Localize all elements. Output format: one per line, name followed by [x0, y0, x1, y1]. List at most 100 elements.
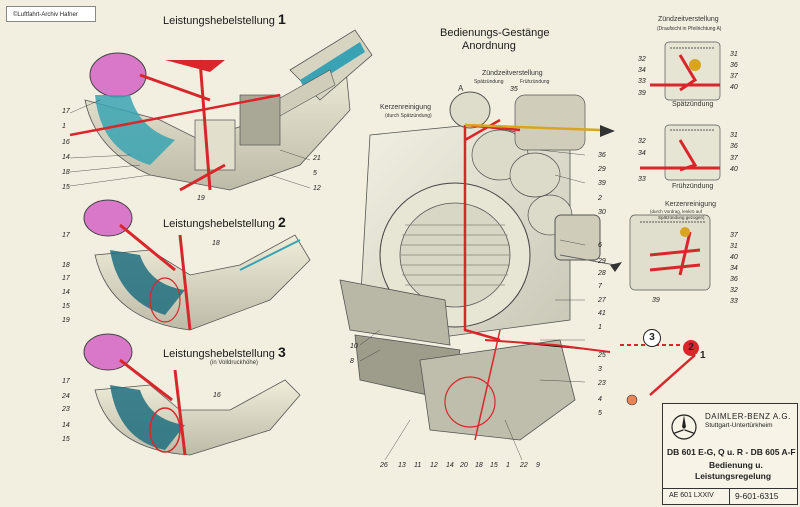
pn: 24 — [62, 393, 70, 400]
pn: 18 — [62, 169, 70, 176]
pn: 1 — [506, 462, 510, 469]
callout-circle-3: 3 — [643, 329, 661, 347]
pn: 15 — [62, 436, 70, 443]
pn: 25 — [598, 352, 606, 359]
panel-2-drawing — [83, 199, 311, 331]
panel-2-title: Leistungshebelstellung 2 — [163, 214, 286, 230]
pn: 1 — [598, 324, 602, 331]
pn: 26 — [380, 462, 388, 469]
pn: 15 — [490, 462, 498, 469]
panel-2-title-text: Leistungshebelstellung — [163, 218, 275, 230]
pn: 12 — [313, 185, 321, 192]
pn: 39 — [598, 180, 606, 187]
pn: 32 — [730, 287, 738, 294]
pn: 39 — [638, 90, 646, 97]
callout-1: 1 — [700, 350, 706, 361]
pn: 37 — [730, 155, 738, 162]
label-zuendzeit-right: Zündzeitverstellung — [658, 16, 719, 23]
engine-types: DB 601 E-G, Q u. R - DB 605 A-F — [667, 447, 796, 457]
title-divider — [663, 488, 797, 489]
pn: 36 — [730, 143, 738, 150]
pn: 3 — [598, 366, 602, 373]
pn: 37 — [730, 73, 738, 80]
label-zuendzeit-right-sub: (Draufsicht in Pfeilrichtung A) — [657, 26, 722, 32]
pn: 13 — [398, 462, 406, 469]
label-kerzen-left: Kerzenreinigung — [380, 104, 431, 111]
pn: 10 — [350, 343, 358, 350]
company-city: Stuttgart-Untertürkheim — [705, 422, 773, 429]
center-title-line2: Anordnung — [462, 40, 516, 52]
panel-1-drawing — [69, 29, 373, 192]
center-title-line1: Bedienungs-Gestänge — [440, 27, 550, 39]
pn: 23 — [62, 406, 70, 413]
label-spaetzuendung: Spätzündung — [672, 101, 714, 108]
pn: 21 — [313, 155, 321, 162]
label-zuendzeit-center: Zündzeitverstellung — [482, 70, 543, 77]
pn: 15 — [62, 303, 70, 310]
subject-line1: Bedienung u. — [709, 460, 763, 470]
pn: 12 — [430, 462, 438, 469]
archive-credit: ©Luftfahrt-Archiv Hafner — [6, 6, 96, 22]
pn: 11 — [414, 462, 422, 469]
label-fruehzuendung: Frühzündung — [672, 183, 714, 190]
pn: 33 — [730, 298, 738, 305]
pn: 27 — [598, 297, 606, 304]
pn: 31 — [730, 243, 738, 250]
pn: 5 — [313, 170, 317, 177]
ignition-detail-drawings — [629, 41, 721, 291]
pn: 36 — [730, 276, 738, 283]
pn: 14 — [62, 154, 70, 161]
pn: 18 — [212, 240, 220, 247]
pn: 2 — [598, 195, 602, 202]
panel-1-title-text: Leistungshebelstellung — [163, 15, 275, 27]
pn: 34 — [638, 67, 646, 74]
pn: 32 — [638, 138, 646, 145]
pn: 8 — [350, 358, 354, 365]
panel-3-drawing — [83, 333, 301, 456]
pn: 32 — [638, 56, 646, 63]
pn: 14 — [62, 289, 70, 296]
subject-line2: Leistungsregelung — [695, 471, 772, 481]
pn: 34 — [638, 150, 646, 157]
panel-3-title: Leistungshebelstellung 3 — [163, 344, 286, 360]
pn: 18 — [475, 462, 483, 469]
pn: 33 — [638, 176, 646, 183]
pn: 40 — [730, 84, 738, 91]
label-kerzen-right-sub2: Spätzündung gezogen) — [658, 215, 705, 220]
label-spaet-small: Spätzündung — [474, 79, 504, 85]
ref-right: 9-601-6315 — [735, 491, 779, 501]
pn: 5 — [598, 410, 602, 417]
pn: 22 — [520, 462, 528, 469]
pn: 23 — [598, 380, 606, 387]
leader-lines — [69, 99, 586, 461]
ref-left: AE 601 LXXIV — [669, 492, 714, 499]
pn: 16 — [62, 139, 70, 146]
pn: 33 — [638, 78, 646, 85]
engine-drawing — [339, 91, 696, 441]
panel-1-title: Leistungshebelstellung 1 — [163, 11, 286, 27]
panel-3-number: 3 — [277, 344, 286, 360]
pn: 14 — [446, 462, 454, 469]
pn: 17 — [62, 232, 70, 239]
pn: 15 — [62, 184, 70, 191]
label-kerzen-left-sub: (durch Spätzündung) — [385, 113, 432, 119]
title-divider-v — [729, 488, 730, 505]
label-kerzen-right-sub1: (durch Vordrag, lenkrö auf — [650, 209, 703, 214]
pn: 41 — [598, 310, 606, 317]
pn: 1 — [62, 123, 66, 130]
pn: 17 — [62, 275, 70, 282]
pn: 31 — [730, 132, 738, 139]
pn: 29 — [598, 166, 606, 173]
pn: 6 — [598, 242, 602, 249]
pn: 30 — [598, 209, 606, 216]
pn: 9 — [536, 462, 540, 469]
pn: 36 — [598, 152, 606, 159]
pn: 18 — [62, 262, 70, 269]
callout-circle-2: 2 — [683, 340, 699, 356]
pn: 20 — [460, 462, 468, 469]
pn: 4 — [598, 396, 602, 403]
mercedes-star-icon — [671, 414, 697, 440]
pn: 39 — [652, 297, 660, 304]
